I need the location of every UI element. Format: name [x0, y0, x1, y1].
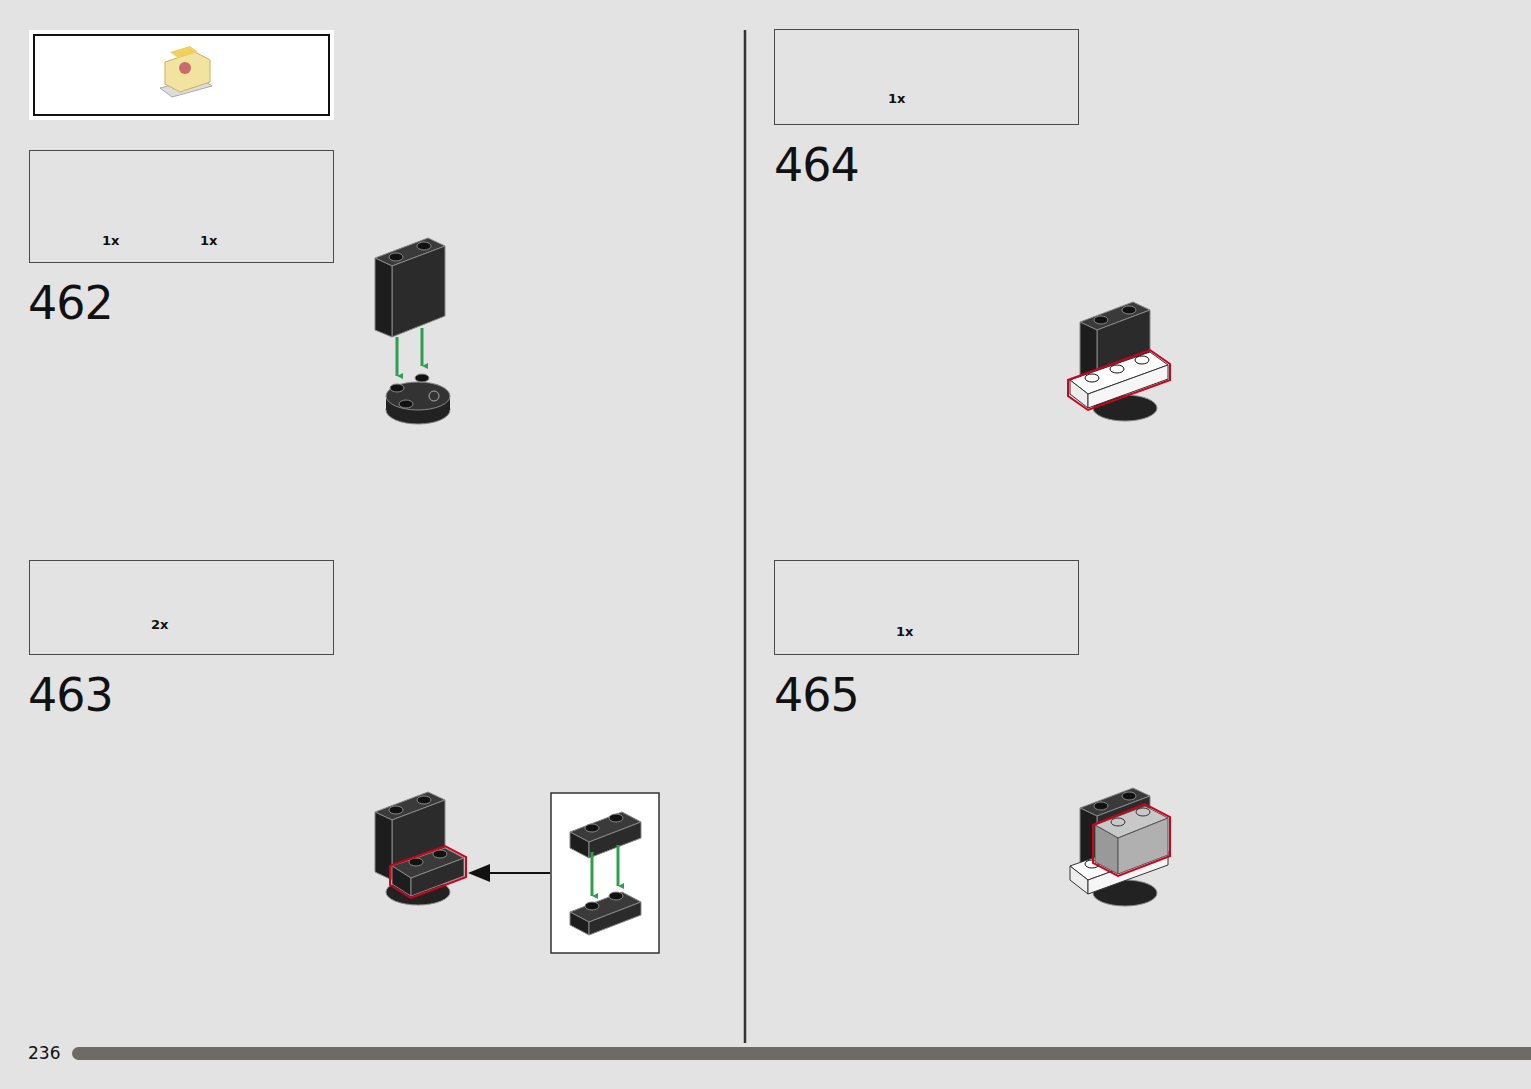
submodel-box: [29, 30, 334, 120]
assembly-463: [375, 792, 466, 905]
parts-list-box: 1x: [774, 560, 1079, 655]
round-plate: [386, 374, 450, 424]
divider: [744, 30, 747, 1043]
submodel-border: [34, 35, 329, 115]
progress-bar: [72, 1047, 1531, 1060]
parts-list-box: 1x: [774, 29, 1079, 125]
parts-list-box: 1x 1x: [29, 150, 334, 263]
step-number: 464: [774, 140, 859, 190]
quantity-label: 1x: [896, 624, 913, 639]
quantity-label: 1x: [888, 91, 905, 106]
step-number: 463: [28, 670, 113, 720]
assembly-464: [1068, 302, 1170, 421]
quantity-label: 1x: [102, 233, 119, 248]
page-number: 236: [28, 1043, 60, 1063]
sub-assembly-box: [551, 793, 659, 953]
callout-arrow: [488, 872, 550, 874]
step-number: 465: [774, 670, 859, 720]
assembly-465: [1070, 788, 1170, 906]
parts-list-box: 2x: [29, 560, 334, 655]
green-arrow: [591, 852, 594, 896]
step-number: 462: [28, 278, 113, 328]
quantity-label: 2x: [151, 617, 168, 632]
submodel-thumb: [160, 46, 212, 97]
green-arrow: [617, 845, 620, 886]
quantity-label: 1x: [200, 233, 217, 248]
callout-arrowhead: [468, 864, 490, 882]
panel: [375, 238, 445, 337]
sub-assembly: [570, 812, 641, 935]
green-arrow: [421, 328, 424, 366]
green-arrow: [396, 337, 399, 376]
